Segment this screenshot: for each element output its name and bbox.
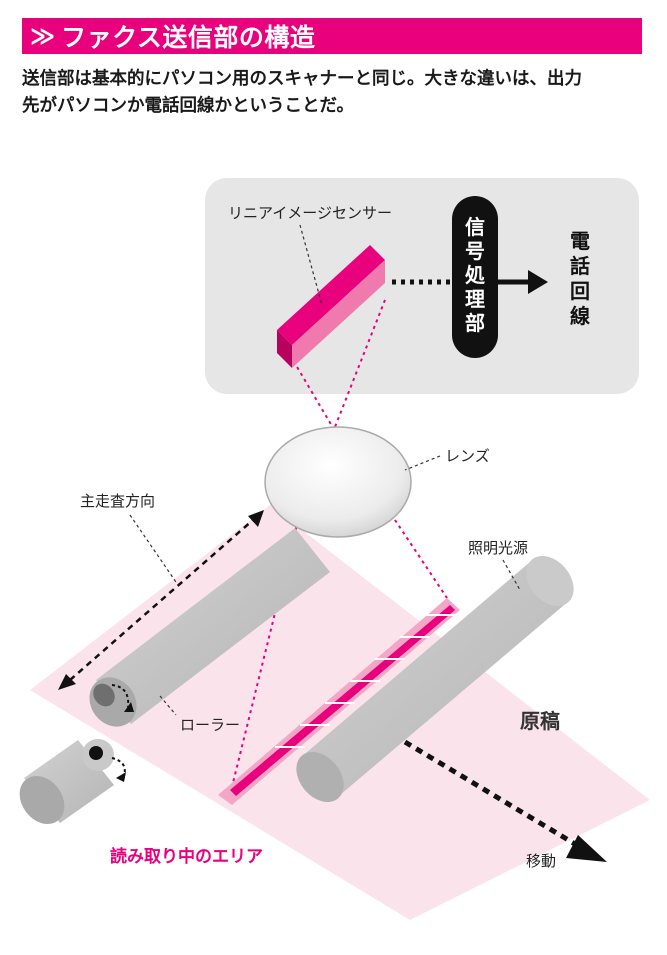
svg-text:回: 回 bbox=[570, 279, 590, 303]
lens-label: レンズ bbox=[445, 447, 490, 465]
linear-image-sensor bbox=[277, 245, 385, 368]
light-source bbox=[275, 555, 574, 803]
svg-text:話: 話 bbox=[570, 254, 590, 278]
output-arrow bbox=[498, 270, 548, 294]
reading-area-strip bbox=[218, 598, 460, 805]
main-scan-arrow bbox=[58, 510, 264, 690]
main-scan-label: 主走査方向 bbox=[80, 492, 155, 510]
phone-line-label: 電 話 回 線 bbox=[570, 229, 590, 328]
title-bar: ≫ ファクス送信部の構造 bbox=[22, 18, 642, 54]
svg-text:号: 号 bbox=[465, 239, 485, 263]
lead-line-2: 先がパソコンか電話回線かということだ。 bbox=[22, 96, 354, 116]
processor-label: 信 号 処 理 部 bbox=[465, 215, 486, 335]
light-source-label: 照明光源 bbox=[468, 539, 528, 557]
roller-label: ローラー bbox=[180, 716, 240, 734]
sensor-label: リニアイメージセンサー bbox=[228, 204, 392, 222]
move-label: 移動 bbox=[526, 852, 556, 870]
lens bbox=[264, 426, 412, 538]
signal-processor bbox=[452, 196, 498, 358]
drive-motor bbox=[19, 739, 126, 825]
svg-text:線: 線 bbox=[570, 304, 590, 328]
reading-area-label: 読み取り中のエリア bbox=[110, 846, 263, 867]
lead-text: 送信部は基本的にパソコン用のスキャナーと同じ。大きな違いは、出力 先がパソコンか… bbox=[22, 66, 652, 120]
roller bbox=[89, 528, 330, 727]
double-chevron-icon: ≫ bbox=[30, 22, 55, 50]
svg-text:理: 理 bbox=[465, 287, 485, 311]
movement-arrow bbox=[403, 739, 607, 862]
svg-text:信: 信 bbox=[465, 215, 485, 239]
original-label: 原稿 bbox=[520, 709, 560, 733]
svg-text:部: 部 bbox=[465, 311, 485, 335]
leader-lines bbox=[129, 224, 521, 716]
svg-text:処: 処 bbox=[465, 263, 486, 287]
page-title: ファクス送信部の構造 bbox=[61, 23, 316, 52]
lead-line-1: 送信部は基本的にパソコン用のスキャナーと同じ。大きな違いは、出力 bbox=[22, 69, 582, 89]
svg-text:電: 電 bbox=[570, 229, 590, 253]
